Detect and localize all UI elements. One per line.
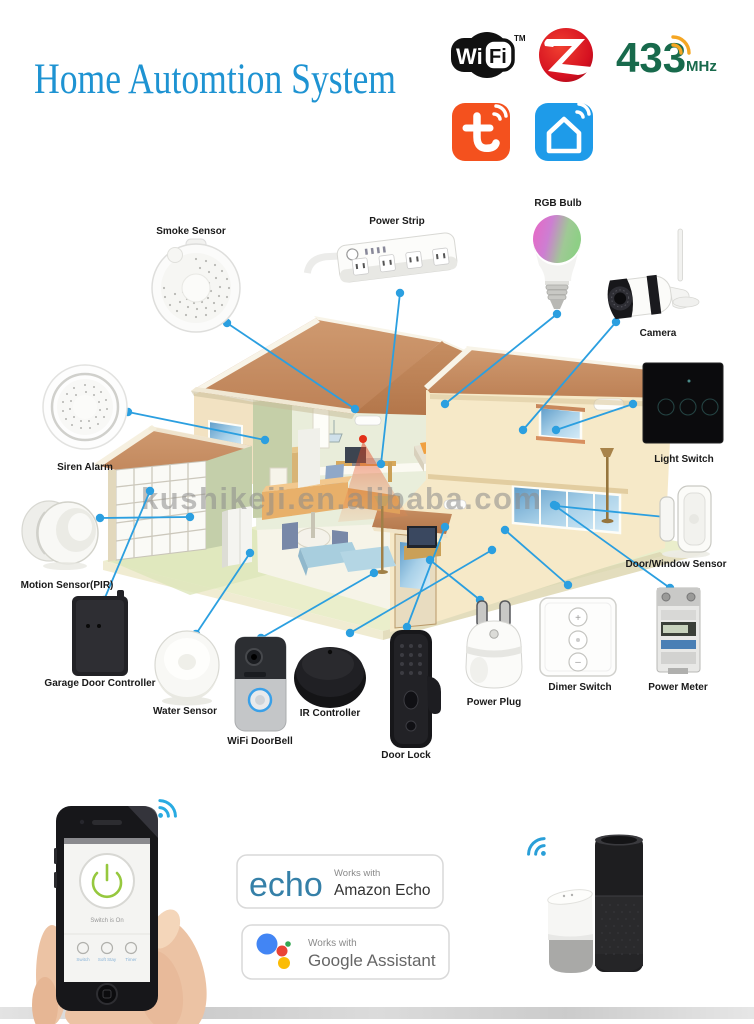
svg-text:Timer: Timer [125, 957, 137, 962]
svg-text:Power Strip: Power Strip [369, 216, 425, 227]
svg-text:Water Sensor: Water Sensor [153, 706, 217, 717]
svg-text:Switch: Switch [76, 957, 90, 962]
svg-text:Motion Sensor(PIR): Motion Sensor(PIR) [21, 580, 114, 591]
svg-text:Smoke Sensor: Smoke Sensor [156, 226, 226, 237]
svg-text:kushikeji.en.alibaba.com: kushikeji.en.alibaba.com [141, 481, 541, 516]
svg-text:433: 433 [616, 34, 686, 81]
svg-text:Door Lock: Door Lock [381, 750, 431, 761]
svg-text:Works with: Works with [308, 938, 357, 949]
svg-text:Light Switch: Light Switch [654, 454, 713, 465]
svg-text:Google Assistant: Google Assistant [308, 951, 436, 970]
svg-text:Switch is On: Switch is On [90, 918, 123, 924]
svg-text:MHz: MHz [686, 58, 717, 75]
svg-text:Siren Alarm: Siren Alarm [57, 462, 113, 473]
svg-text:Garage Door Controller: Garage Door Controller [44, 678, 155, 689]
svg-text:Dimer Switch: Dimer Switch [548, 682, 611, 693]
svg-text:echo: echo [249, 866, 323, 904]
svg-text:Fi: Fi [489, 46, 507, 68]
svg-text:IR Controller: IR Controller [300, 708, 361, 719]
svg-text:Soft Stay: Soft Stay [98, 957, 117, 962]
svg-text:Wi: Wi [456, 44, 483, 69]
svg-text:Power Meter: Power Meter [648, 682, 708, 693]
svg-text:+: + [575, 613, 581, 624]
svg-text:Door/Window Sensor: Door/Window Sensor [625, 559, 726, 570]
svg-text:Camera: Camera [640, 328, 677, 339]
svg-text:Home Automtion System: Home Automtion System [34, 56, 396, 103]
svg-text:TM: TM [514, 34, 526, 43]
svg-text:Power Plug: Power Plug [467, 697, 521, 708]
svg-text:WiFi DoorBell: WiFi DoorBell [227, 736, 293, 747]
svg-text:–: – [575, 657, 581, 668]
svg-text:RGB Bulb: RGB Bulb [534, 198, 581, 209]
svg-text:Amazon Echo: Amazon Echo [334, 882, 431, 899]
svg-text:Works with: Works with [334, 868, 380, 879]
